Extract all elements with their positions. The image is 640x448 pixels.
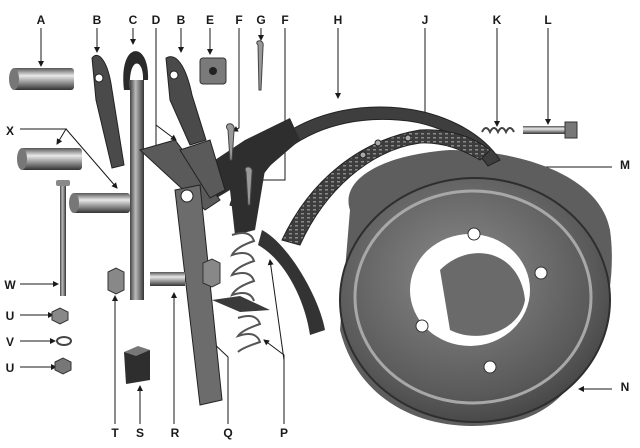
callout-b-left: B [92, 13, 102, 27]
callout-c: C [128, 13, 138, 27]
callout-e: E [205, 13, 214, 27]
callout-h: H [333, 13, 343, 27]
brake-drum [339, 150, 612, 426]
adjusting-screw [123, 51, 149, 300]
callout-d: D [151, 13, 161, 27]
clevis-pins [9, 68, 130, 213]
callout-w: W [4, 278, 16, 292]
callout-n: N [620, 380, 630, 394]
small-parts [51, 40, 578, 384]
callout-j: J [421, 13, 429, 27]
callout-f-left: F [235, 13, 243, 27]
callout-g: G [256, 13, 266, 27]
callout-l: L [544, 13, 552, 27]
callout-t: T [111, 426, 119, 440]
callout-f-right: F [281, 13, 289, 27]
callout-u-bottom: U [5, 361, 15, 375]
callout-r: R [170, 426, 180, 440]
callout-v: V [5, 335, 14, 349]
levers [91, 54, 207, 169]
anchor-bracket [185, 118, 300, 235]
callout-q: Q [223, 426, 233, 440]
brake-band [229, 106, 501, 335]
callout-s: S [135, 426, 144, 440]
callout-p: P [279, 426, 288, 440]
callout-k: K [492, 13, 502, 27]
callout-b-right: B [176, 13, 186, 27]
callout-x: X [5, 124, 14, 138]
callout-m: M [620, 158, 630, 172]
callout-u-top: U [5, 309, 15, 323]
links [139, 139, 226, 406]
callout-a: A [36, 13, 46, 27]
